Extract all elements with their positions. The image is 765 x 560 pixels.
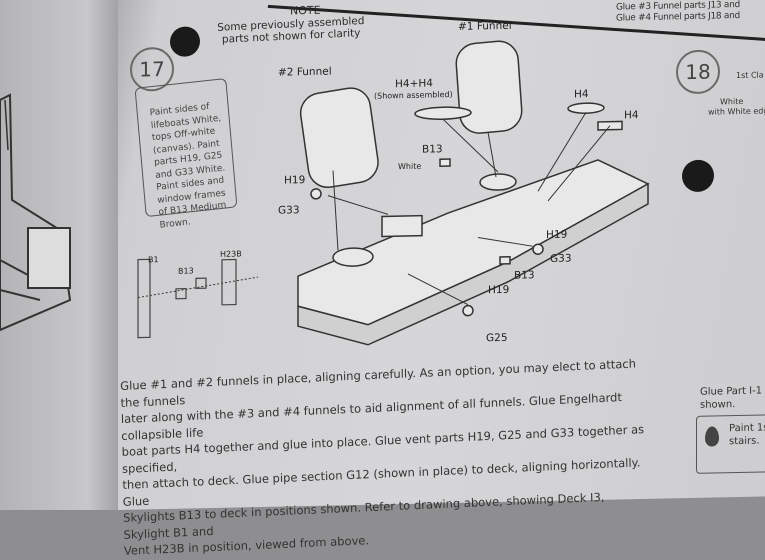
skylight-b13-b [499, 256, 511, 265]
label-h4h4: H4+H4 [395, 77, 433, 91]
skylight-b1 [381, 214, 423, 238]
left-page [0, 0, 125, 510]
label-white-edge: with White edge [708, 106, 765, 117]
skylight-b13-a [439, 158, 451, 168]
top-view-label-h23b: H23B [220, 249, 242, 259]
paint-drop-icon [705, 426, 719, 447]
step-17-instructions: Glue #1 and #2 funnels in place, alignin… [120, 355, 654, 559]
paint-note-box: Paint 1s stairs. [696, 413, 765, 474]
top-view-h23b [221, 258, 237, 306]
label-funnel-2: #2 Funnel [278, 65, 332, 79]
funnel-2-base [332, 247, 374, 267]
funnel-2-drawing [299, 87, 379, 189]
vent-g25 [462, 304, 474, 317]
lifeboat-h4a [567, 102, 605, 114]
top-view-label-b13: B13 [178, 266, 194, 276]
label-white: White [720, 96, 744, 107]
vent-h19-g33-a [310, 188, 322, 200]
label-h19-a: H19 [284, 174, 306, 187]
label-h19-b: H19 [546, 228, 568, 242]
text-line: Paint 1s [729, 422, 765, 435]
previous-step-drawing [0, 93, 72, 332]
text-line: shown. [700, 399, 736, 411]
funnel-1-base [479, 173, 517, 191]
text-line: stairs. [729, 435, 760, 448]
label-h19-c: H19 [488, 283, 510, 297]
lifeboat-h4h4 [414, 106, 472, 120]
label-h4-b: H4 [624, 109, 639, 122]
label-g25: G25 [486, 331, 508, 345]
label-h4-a: H4 [574, 88, 589, 101]
label-funnel-1: #1 Funnel [458, 19, 512, 33]
vent-h19-g33-b [532, 243, 544, 255]
top-view-label-b1: B1 [148, 255, 159, 265]
label-g33-a: G33 [278, 204, 300, 217]
instruction-page: 17 NOTE Some previously assembled parts … [118, 0, 765, 558]
funnel-1-drawing [455, 40, 523, 134]
label-b13-a: B13 [422, 143, 443, 156]
label-b13-b: B13 [514, 269, 535, 282]
label-shown-assembled: (Shown assembled) [374, 89, 453, 101]
label-g33-b: G33 [550, 252, 572, 265]
top-view-b1 [137, 258, 151, 339]
step-18-glue-text: Glue Part I-1 t shown. [700, 384, 765, 411]
text-line: Glue Part I-1 t [700, 385, 765, 398]
step-18-top-text: Glue #3 Funnel parts J13 and Glue #4 Fun… [616, 0, 740, 25]
label-1st-class: 1st Cla [736, 70, 764, 81]
label-white: White [398, 161, 422, 172]
paint-note-text: Paint 1s stairs. [729, 421, 765, 448]
assembly-diagram [137, 40, 650, 346]
